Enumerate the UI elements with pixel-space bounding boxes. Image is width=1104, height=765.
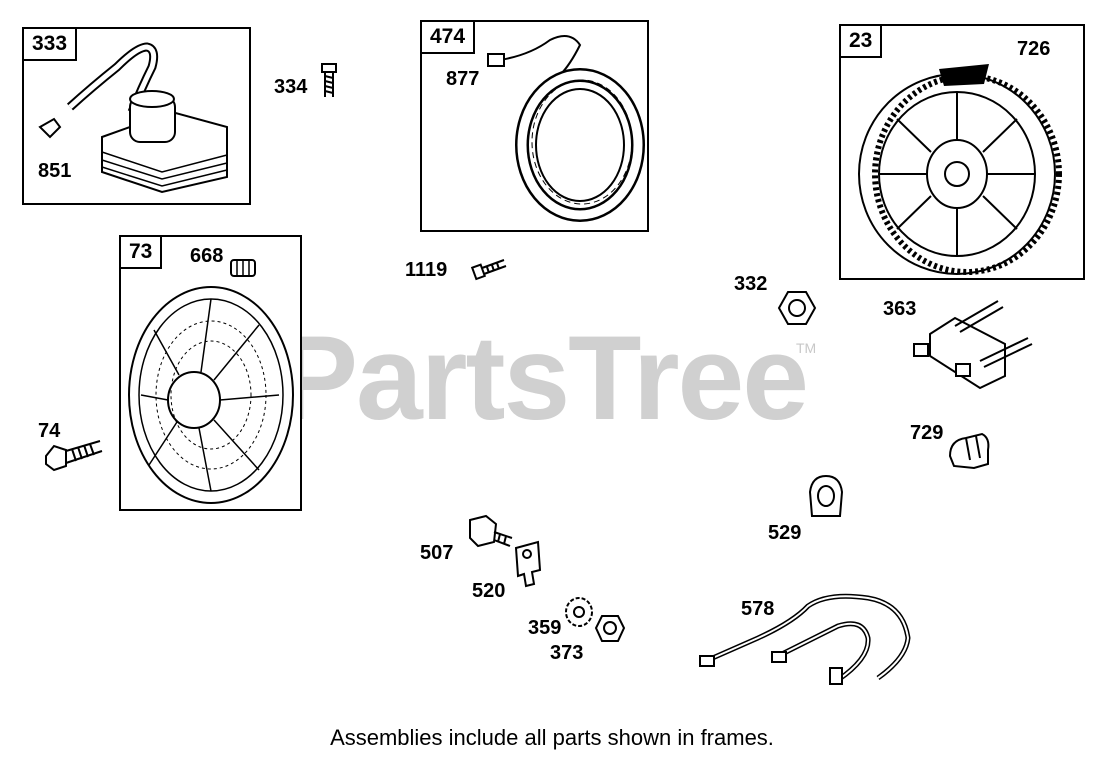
ignition-armature-drawing[interactable] — [22, 27, 249, 203]
label-74: 74 — [38, 420, 61, 442]
washer-359-drawing[interactable] — [563, 596, 595, 628]
nut-332-drawing[interactable] — [778, 290, 816, 328]
label-373: 373 — [550, 642, 584, 664]
trademark-mark: TM — [796, 340, 817, 356]
label-507: 507 — [420, 542, 454, 564]
label-729: 729 — [910, 422, 944, 444]
label-529: 529 — [768, 522, 802, 544]
flywheel-drawing[interactable] — [839, 24, 1083, 278]
assemblies-caption: Assemblies include all parts shown in fr… — [330, 725, 774, 750]
label-726: 726 — [1017, 38, 1051, 60]
frame-id-474: 474 — [420, 20, 476, 54]
wire-harness-578-drawing[interactable] — [698, 588, 918, 688]
label-332: 332 — [734, 273, 768, 295]
nut-373-drawing[interactable] — [594, 614, 626, 644]
label-668: 668 — [190, 245, 224, 267]
grommet-529-drawing[interactable] — [806, 472, 846, 522]
label-1119: 1119 — [405, 259, 448, 281]
bracket-363-drawing[interactable] — [910, 296, 1040, 391]
label-334: 334 — [274, 76, 308, 98]
label-520: 520 — [472, 580, 506, 602]
label-851: 851 — [38, 160, 72, 182]
partstree-watermark: PartsTree — [278, 311, 809, 445]
label-877: 877 — [446, 68, 480, 90]
label-359: 359 — [528, 617, 562, 639]
bracket-520-drawing[interactable] — [512, 540, 552, 590]
label-363: 363 — [883, 298, 917, 320]
clip-729-drawing[interactable] — [946, 430, 992, 470]
blower-screen-drawing[interactable] — [119, 235, 300, 509]
label-578: 578 — [741, 598, 775, 620]
frame-id-23: 23 — [839, 24, 883, 58]
frame-id-333: 333 — [22, 27, 78, 61]
screw-1119-drawing[interactable] — [472, 254, 508, 282]
screw-334-drawing[interactable] — [316, 62, 346, 102]
frame-id-73: 73 — [119, 235, 163, 269]
bolt-74-drawing[interactable] — [44, 436, 104, 476]
terminal-507-drawing[interactable] — [466, 512, 516, 552]
alternator-stator-drawing[interactable] — [420, 20, 647, 230]
